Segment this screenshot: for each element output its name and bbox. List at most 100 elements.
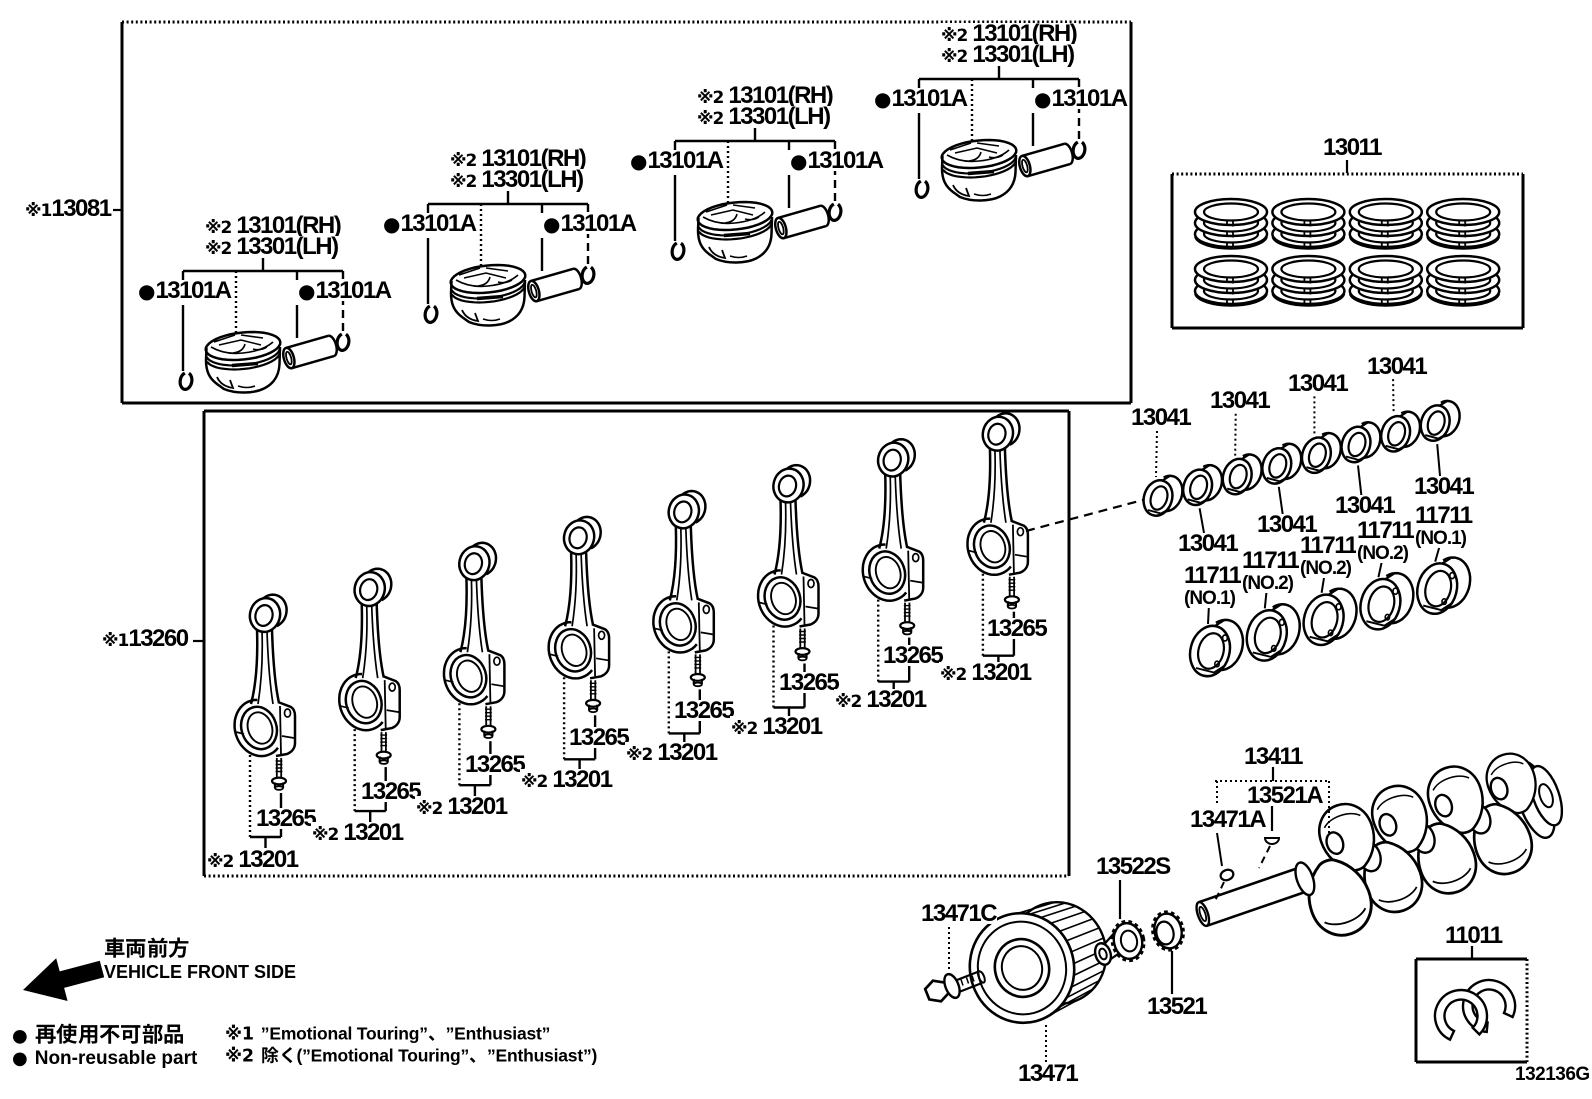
cjk-glyph <box>35 1023 56 1044</box>
label-13081-px0: ※1 <box>25 201 52 221</box>
label-11711-1-pos: (NO.1) <box>1184 588 1236 610</box>
cjk-glyph <box>99 1023 120 1044</box>
piston-drawing <box>696 200 774 265</box>
label-13101-rh-2-px: ※2 <box>450 151 477 171</box>
conrod-drawing <box>861 437 925 602</box>
piston-assembly-1 <box>177 258 352 395</box>
label-13301-lh-4-px: ※2 <box>941 47 968 67</box>
label-13265-6-num: 13265 <box>779 669 840 696</box>
legend-non-reusable-en: ●Non-reusable part <box>12 1049 197 1068</box>
label-13041-7: 13041 <box>1366 353 1428 380</box>
timing-gear-drawing <box>1093 919 1146 966</box>
label-13011-num: 13011 <box>1323 134 1382 161</box>
label-13265-8-num: 13265 <box>987 615 1048 642</box>
rod-bolt-drawing <box>1003 575 1021 610</box>
label-13101a-left-3-num: 13101A <box>647 147 724 174</box>
note2-seg2: ”Enthusiast”) <box>486 1045 598 1066</box>
rod-bearing-drawing <box>1335 421 1382 468</box>
label-11011-num: 11011 <box>1445 922 1503 949</box>
label-13201-3-px: ※2 <box>416 799 443 819</box>
crankshaft-drawing <box>1195 746 1564 945</box>
label-13471a: 13471A <box>1189 806 1267 833</box>
legend-vehicle-front-en: VEHICLE FRONT SIDE <box>104 963 296 981</box>
main-bearing-drawing <box>1410 556 1472 620</box>
snap-ring-drawing <box>579 264 597 286</box>
piston-ring-set-drawing <box>1271 197 1346 250</box>
cjk-glyph <box>469 1046 487 1064</box>
label-13101a-left-4: ●13101A <box>873 87 968 111</box>
label-13260-num: 13260 <box>128 625 189 652</box>
note2-kanji <box>261 1046 297 1066</box>
label-13041-2: 13041 <box>1177 532 1239 556</box>
washer-13471a-drawing <box>1219 868 1235 882</box>
label-13101a-right-1: ●13101A <box>297 277 392 304</box>
label-11711-4: 11711(NO.2) <box>1356 517 1415 565</box>
note2-seg1: (”Emotional Touring” <box>296 1045 470 1066</box>
label-13201-3-num: 13201 <box>447 793 508 820</box>
label-13522s-num: 13522S <box>1096 853 1171 880</box>
label-13265-7-num: 13265 <box>883 642 944 669</box>
label-13301-lh-1-px: ※2 <box>205 239 232 259</box>
label-11711-5-pos: (NO.1) <box>1415 528 1467 550</box>
label-13301-lh-2-px: ※2 <box>450 172 477 192</box>
label-13201-4-num: 13201 <box>552 766 613 793</box>
label-13101-rh-1-num: 13101(RH) <box>236 212 341 239</box>
label-13471a-num: 13471A <box>1190 806 1267 833</box>
label-11711-4-pos: (NO.2) <box>1357 543 1409 565</box>
label-11711-4-num: 11711 <box>1357 517 1415 544</box>
snap-ring-drawing <box>669 240 687 262</box>
label-13101a-right-4-mk: ● <box>1034 87 1052 111</box>
label-diagram-code: 132136G <box>1514 1064 1591 1085</box>
piston-assembly-2 <box>422 191 597 328</box>
label-11711-5: 11711(NO.1) <box>1414 504 1473 550</box>
label-13265-5: 13265 <box>673 697 735 724</box>
label-11711-1: 11711(NO.1) <box>1183 564 1242 610</box>
label-13265-1-num: 13265 <box>256 805 317 832</box>
label-13201-5-px: ※2 <box>626 745 653 765</box>
label-13081: ※113081 <box>24 197 112 221</box>
label-13265-5-num: 13265 <box>674 697 735 724</box>
main-bearing-drawing <box>1183 618 1245 682</box>
label-13265-2: 13265 <box>360 780 422 804</box>
label-13101a-right-3-mk: ● <box>790 149 808 173</box>
thrust-washer-drawing <box>1433 978 1517 1042</box>
rod-bearing-drawing <box>1217 453 1263 500</box>
label-13301-lh-1-num: 13301(LH) <box>236 233 339 260</box>
label-13265-7: 13265 <box>882 642 944 669</box>
label-13260: ※113260 <box>101 625 189 652</box>
crank-pulley-bolt-drawing <box>923 969 986 1003</box>
label-13101a-right-1-num: 13101A <box>315 277 392 304</box>
label-11711-3-pos: (NO.2) <box>1300 558 1352 580</box>
label-diagram-code-num: 132136G <box>1515 1064 1590 1085</box>
cjk-glyph <box>428 1024 446 1042</box>
label-13265-8: 13265 <box>986 615 1048 642</box>
piston-drawing <box>203 330 282 395</box>
label-13101a-right-4: ●13101A <box>1033 87 1128 111</box>
front-side-arrow <box>23 958 105 1001</box>
cjk-glyph <box>142 1023 163 1044</box>
cjk-glyph <box>163 1023 184 1044</box>
label-13041-1-num: 13041 <box>1131 404 1192 431</box>
label-13041-7-num: 13041 <box>1367 353 1428 380</box>
label-13101a-right-2-mk: ● <box>543 212 561 236</box>
rod-bolt-drawing <box>270 756 288 791</box>
snap-ring-drawing <box>913 178 931 200</box>
cjk-glyph <box>279 1046 297 1064</box>
main-bearing-drawing <box>1296 587 1358 651</box>
label-13265-4: 13265 <box>568 726 630 750</box>
conrod-drawing <box>233 593 297 758</box>
piston-pin-drawing <box>279 333 341 371</box>
note2-mark: ※2 <box>225 1046 254 1067</box>
snap-ring-drawing <box>334 331 352 353</box>
label-13201-7-num: 13201 <box>866 686 927 713</box>
label-13041-5-num: 13041 <box>1288 370 1349 397</box>
label-13301-lh-4-num: 13301(LH) <box>972 41 1075 68</box>
label-13301-lh-3-px: ※2 <box>697 109 724 129</box>
